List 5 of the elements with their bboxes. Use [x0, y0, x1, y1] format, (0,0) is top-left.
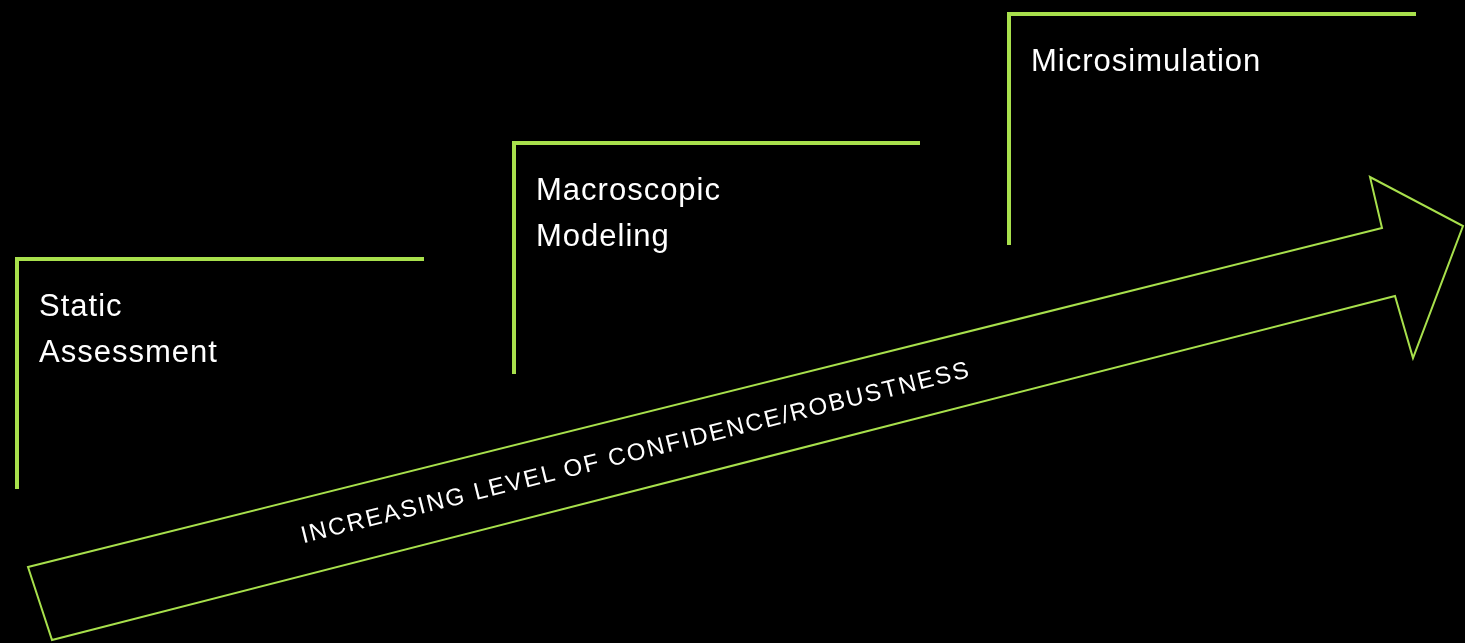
step-bracket [15, 257, 424, 489]
step-label: Static Assessment [39, 287, 219, 371]
step-bracket [1007, 12, 1416, 245]
step-label: Microsimulation [1031, 42, 1263, 80]
step-label: Macroscopic Modeling [536, 171, 722, 255]
